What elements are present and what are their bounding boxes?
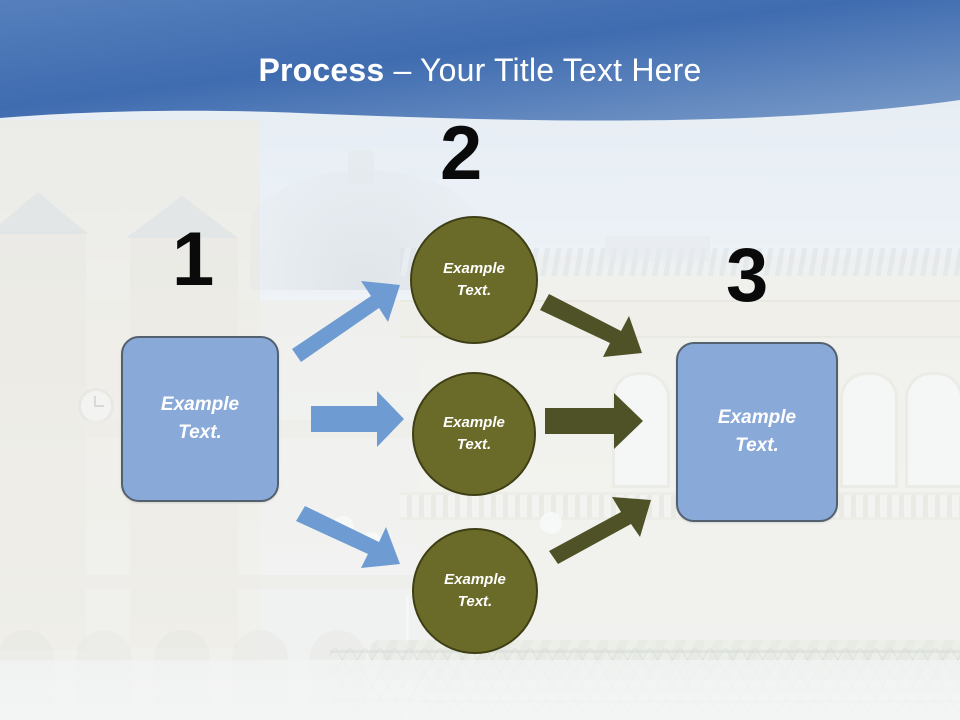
- step-3-text-line1: Example: [717, 407, 797, 429]
- page-title-strong: Process: [258, 52, 385, 88]
- step-2-node-2-line1: Example: [443, 414, 505, 432]
- title-band: Process – Your Title Text Here: [0, 0, 960, 145]
- step-numeral-2: 2: [440, 111, 483, 196]
- step-2-node-1[interactable]: Example Text.: [410, 216, 538, 344]
- step-2-node-3-line2: Text.: [457, 593, 493, 610]
- step-2-node-1-line1: Example: [443, 260, 505, 278]
- step-1-text-line1: Example: [160, 394, 240, 416]
- step-2-node-3-line1: Example: [444, 571, 506, 589]
- step-2-node-1-line2: Text.: [456, 282, 492, 299]
- step-1-text-line2: Text.: [178, 422, 222, 443]
- step-2-node-2[interactable]: Example Text.: [412, 372, 536, 496]
- step-3-box[interactable]: Example Text.: [676, 342, 838, 522]
- step-1-box[interactable]: Example Text.: [121, 336, 279, 502]
- step-numeral-1: 1: [172, 217, 215, 302]
- step-numeral-3: 3: [726, 233, 769, 318]
- step-2-node-2-line2: Text.: [456, 436, 492, 453]
- page-title-rest: – Your Title Text Here: [384, 52, 702, 88]
- step-2-node-3[interactable]: Example Text.: [412, 528, 538, 654]
- page-title: Process – Your Title Text Here: [0, 52, 960, 89]
- step-3-text-line2: Text.: [735, 435, 779, 456]
